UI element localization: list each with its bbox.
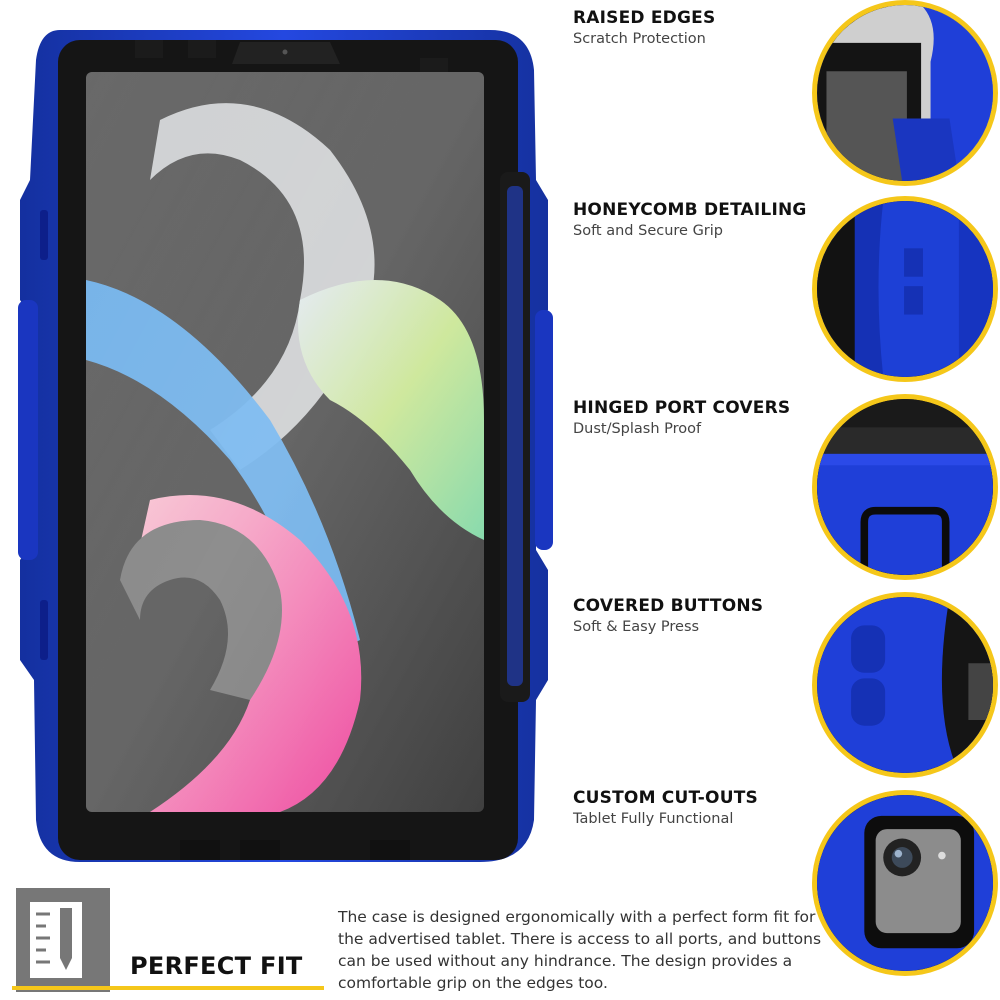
port-cover-icon (812, 394, 998, 580)
feature-subtitle: Soft and Secure Grip (573, 223, 723, 239)
perfect-fit-description: The case is designed ergonomically with … (338, 908, 822, 992)
feature-title: COVERED BUTTONS (573, 596, 764, 616)
feature-title: HINGED PORT COVERS (573, 398, 791, 418)
tablet-case-illustration (18, 30, 553, 862)
feature-title: CUSTOM CUT-OUTS (573, 788, 758, 808)
camera-cutout-icon (812, 790, 998, 976)
feature-subtitle: Soft & Easy Press (573, 619, 700, 635)
perfect-fit-label: PERFECT FIT (130, 952, 303, 980)
feature-subtitle: Tablet Fully Functional (573, 811, 734, 827)
honeycomb-grip-icon (812, 196, 998, 382)
feature-title: RAISED EDGES (573, 8, 716, 28)
ruler-pencil-icon (16, 888, 110, 992)
feature-covered-buttons: COVERED BUTTONS Soft & Easy Press (573, 596, 823, 635)
feature-subtitle: Scratch Protection (573, 31, 706, 47)
feature-honeycomb: HONEYCOMB DETAILING Soft and Secure Grip (573, 200, 823, 239)
feature-cutouts: CUSTOM CUT-OUTS Tablet Fully Functional (573, 788, 823, 827)
feature-title: HONEYCOMB DETAILING (573, 200, 807, 220)
feature-subtitle: Dust/Splash Proof (573, 421, 702, 437)
perfect-fit-underline (12, 938, 324, 990)
feature-port-covers: HINGED PORT COVERS Dust/Splash Proof (573, 398, 823, 437)
raised-edge-corner-icon (812, 0, 998, 186)
feature-raised-edges: RAISED EDGES Scratch Protection (573, 8, 823, 47)
covered-buttons-icon (812, 592, 998, 778)
